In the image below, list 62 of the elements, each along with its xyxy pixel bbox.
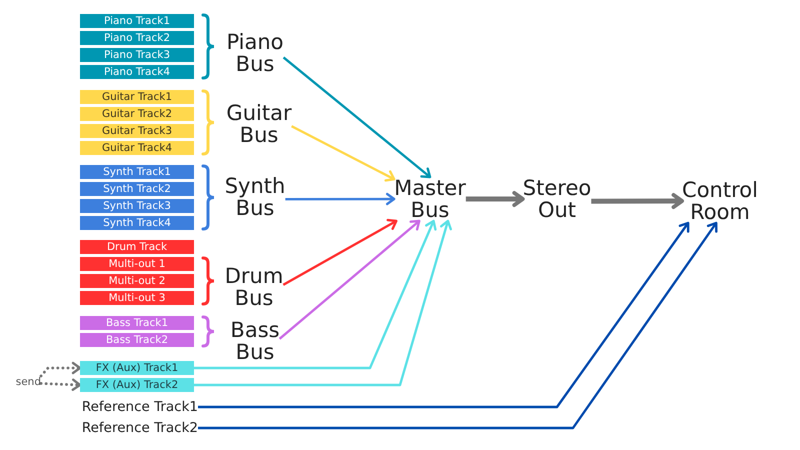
track-label: Guitar Track3 bbox=[102, 125, 172, 137]
track-label: FX (Aux) Track2 bbox=[96, 379, 178, 391]
monitor-label: Control Room bbox=[682, 179, 758, 223]
track-box bbox=[80, 257, 194, 271]
arrow bbox=[591, 193, 684, 210]
output-label: Stereo Out bbox=[522, 177, 592, 221]
send-label: send bbox=[16, 376, 41, 388]
arrow bbox=[282, 218, 398, 286]
track-box bbox=[80, 182, 194, 196]
track-label: Multi-out 2 bbox=[108, 275, 166, 287]
track-label: Piano Track2 bbox=[104, 32, 170, 44]
track-box bbox=[80, 333, 194, 347]
bus-label: Synth Bus bbox=[224, 175, 286, 219]
track-label: Reference Track1 bbox=[82, 399, 198, 415]
track-label: Guitar Track4 bbox=[102, 142, 172, 154]
dotted-arrow bbox=[40, 362, 82, 378]
track-box bbox=[80, 124, 194, 138]
bus-label: Guitar Bus bbox=[226, 102, 292, 146]
track-box bbox=[80, 31, 194, 45]
arrow bbox=[466, 190, 525, 208]
track-label: Piano Track1 bbox=[104, 15, 170, 27]
bus-label: Bass Bus bbox=[230, 319, 280, 363]
track-box bbox=[80, 107, 194, 121]
track-label: Synth Track1 bbox=[103, 166, 171, 178]
track-box bbox=[80, 65, 194, 79]
arrow bbox=[285, 192, 396, 206]
track-box bbox=[80, 48, 194, 62]
track-label: Synth Track4 bbox=[103, 217, 171, 229]
track-box bbox=[80, 274, 194, 288]
track-box bbox=[80, 291, 194, 305]
track-box bbox=[80, 378, 194, 392]
arrow bbox=[282, 56, 432, 178]
track-label: Guitar Track1 bbox=[102, 91, 172, 103]
track-label: Synth Track3 bbox=[103, 200, 171, 212]
arrow bbox=[291, 125, 396, 182]
track-box bbox=[80, 199, 194, 213]
track-box bbox=[80, 14, 194, 28]
track-label: Synth Track2 bbox=[103, 183, 171, 195]
track-label: Piano Track3 bbox=[104, 49, 170, 61]
track-box bbox=[80, 361, 194, 375]
track-box bbox=[80, 316, 194, 330]
track-label: Multi-out 3 bbox=[108, 292, 166, 304]
arrow bbox=[194, 220, 452, 386]
track-box bbox=[80, 141, 194, 155]
bus-label: Master Bus bbox=[394, 177, 466, 221]
track-label: Bass Track2 bbox=[106, 334, 168, 346]
track-label: Guitar Track2 bbox=[102, 108, 172, 120]
track-box bbox=[80, 216, 194, 230]
bus-label: Drum Bus bbox=[224, 265, 284, 309]
track-label: Bass Track1 bbox=[106, 317, 168, 329]
track-label: Reference Track2 bbox=[82, 420, 198, 436]
arrow bbox=[194, 220, 437, 370]
track-box bbox=[80, 240, 194, 254]
bus-label: Piano Bus bbox=[226, 31, 284, 75]
track-label: FX (Aux) Track1 bbox=[96, 362, 178, 374]
track-label: Piano Track4 bbox=[104, 66, 170, 78]
track-label: Multi-out 1 bbox=[108, 258, 166, 270]
arrow bbox=[278, 220, 420, 340]
track-label: Drum Track bbox=[106, 241, 168, 253]
track-box bbox=[80, 90, 194, 104]
track-box bbox=[80, 165, 194, 179]
dotted-arrow bbox=[40, 378, 82, 391]
